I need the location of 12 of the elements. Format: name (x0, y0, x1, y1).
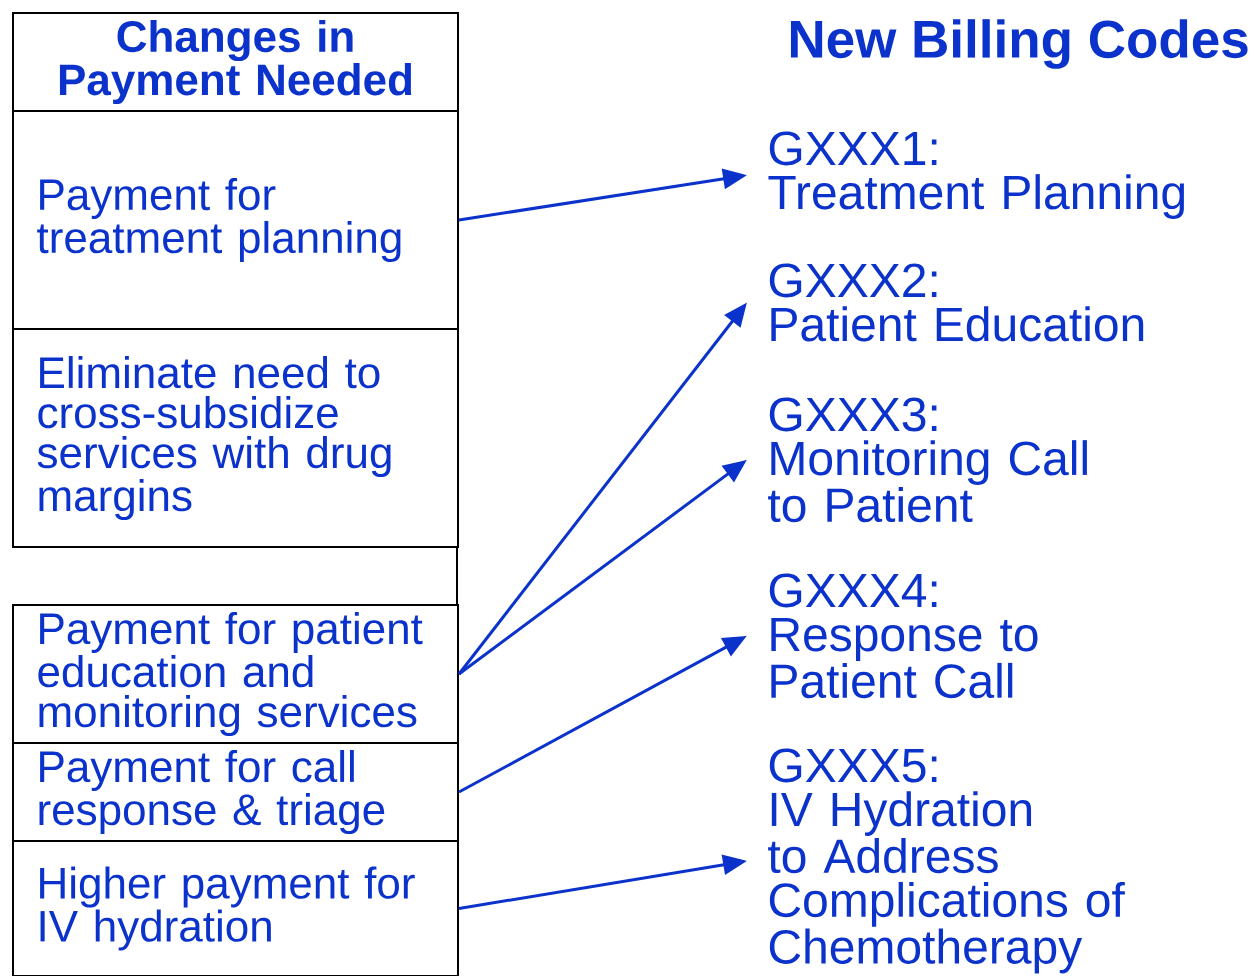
title: New Billing Codes (790, 19, 1248, 69)
code-label: GXXX1: Treatment Planning (768, 131, 1184, 219)
table-cell: Payment for patient education and monitoring services (12, 604, 459, 744)
table-cell: Payment for treatment planning (12, 110, 459, 330)
table-cell: Payment for call response & triage (12, 742, 459, 842)
code-label: GXXX3: Monitoring Call to Patient (768, 397, 1087, 523)
table-cell: Higher payment for IV hydration (12, 840, 459, 976)
table-cell: Eliminate need to cross-subsidize services with drug margins (12, 328, 459, 548)
code-label: GXXX4: Response to Patient Call (769, 573, 1038, 699)
code-label: GXXX2: Patient Education (769, 263, 1144, 342)
table-header-cell: Changes in Payment Needed (12, 12, 459, 112)
code-label: GXXX5: IV Hydration to Address Complications of Chemotherapy (768, 748, 1125, 974)
